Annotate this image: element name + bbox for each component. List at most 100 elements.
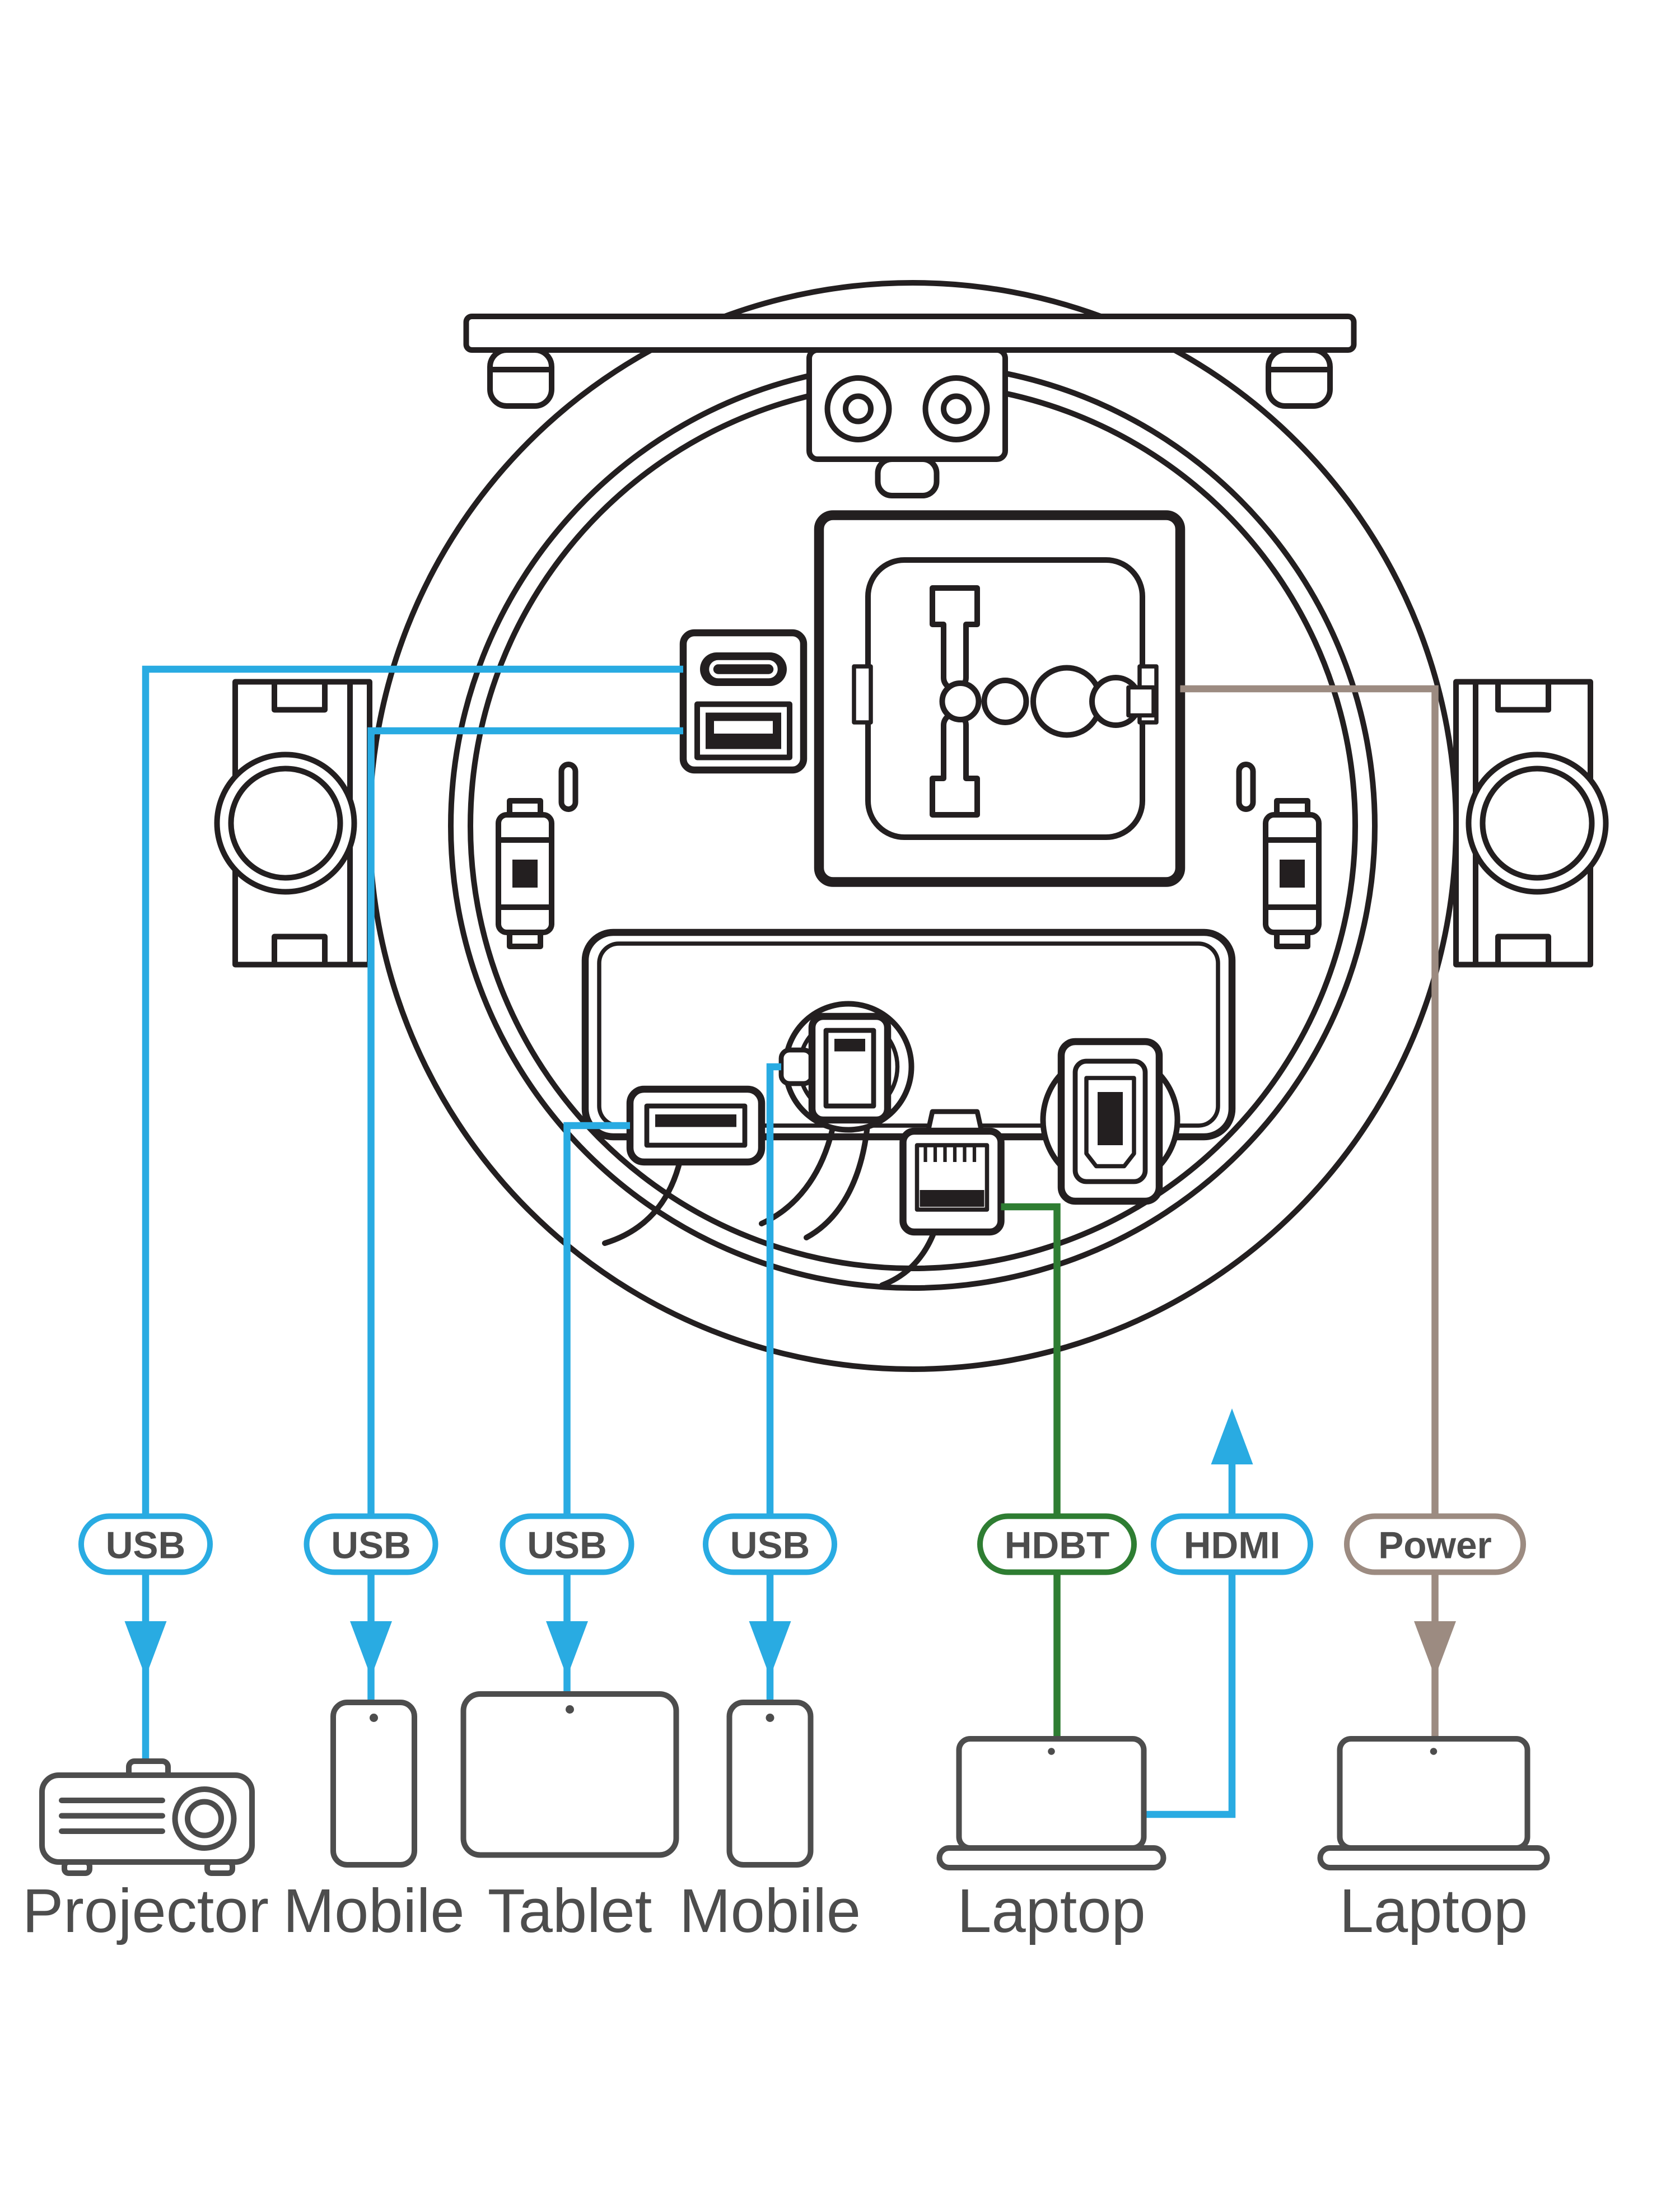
hdbt-port-pins <box>923 1145 977 1162</box>
pill-hdbt-label: HDBT <box>1005 1525 1109 1567</box>
left-bracket-top-tab <box>272 679 328 713</box>
tablet-camera-dot <box>566 1705 574 1714</box>
usb-port-2-contact <box>834 1039 865 1052</box>
power-socket-notch <box>1126 685 1156 718</box>
lid-bar <box>463 314 1357 353</box>
left-latch-center <box>512 860 538 888</box>
cable-bracket-inner <box>597 941 1220 1128</box>
device-projector: Projector <box>22 1758 269 1945</box>
usb-port-1-cable <box>602 1156 683 1246</box>
left-knob-inner <box>228 766 343 881</box>
hinge-roller-right-center <box>941 393 972 424</box>
right-knob-inner <box>1480 766 1595 881</box>
tablet-body <box>460 1691 679 1858</box>
hdmi-cable-port <box>1040 1038 1180 1205</box>
device-mobile-1: Mobile <box>283 1700 465 1945</box>
right-bracket-bottom-tab <box>1495 934 1551 968</box>
hub <box>214 280 1609 1372</box>
wire-usb-mobile-2 <box>766 1063 781 1700</box>
pill-usb-mobile-1-label: USB <box>331 1525 411 1567</box>
left-screw-slot <box>558 762 578 812</box>
mobile-1-body <box>330 1700 417 1868</box>
left-mount-bracket <box>214 679 372 968</box>
lid-left-foot <box>487 347 554 409</box>
laptop-1-camera-dot <box>1048 1748 1055 1755</box>
pill-hdbt: HDBT <box>977 1513 1137 1575</box>
laptop-2-label: Laptop <box>1340 1877 1528 1945</box>
right-latch <box>1263 798 1322 949</box>
right-screw-slot <box>1236 762 1256 812</box>
wire-power-laptop <box>1180 685 1439 1736</box>
pill-hdmi: HDMI <box>1151 1513 1313 1575</box>
projector-foot-left <box>62 1859 92 1876</box>
usb-a-charging-tongue <box>714 721 773 734</box>
power-socket-module <box>814 510 1186 887</box>
wire-hdmi-laptop <box>1144 1459 1236 1818</box>
mobile-1-label: Mobile <box>283 1877 464 1945</box>
lid-assembly <box>463 314 1357 498</box>
pill-usb-mobile-2-shape <box>703 1513 837 1575</box>
power-socket-hole-1 <box>939 680 982 722</box>
laptop-2-screen <box>1337 1736 1530 1851</box>
pill-usb-tablet-label: USB <box>527 1525 607 1567</box>
arrow-down-usb-mobile-1 <box>350 1621 392 1677</box>
hdbt-cable-port <box>879 1109 1005 1288</box>
right-latch-center <box>1280 860 1305 888</box>
pill-power: Power <box>1344 1513 1526 1575</box>
laptop-2-base <box>1317 1845 1550 1870</box>
pill-power-label: Power <box>1378 1525 1492 1567</box>
device-tablet: Tablet <box>460 1691 679 1945</box>
left-latch <box>496 798 554 949</box>
mobile-2-camera-dot <box>766 1714 774 1722</box>
hdbt-port-cable <box>879 1226 938 1288</box>
pill-usb-mobile-2: USB <box>703 1513 837 1575</box>
power-socket-hole-2 <box>981 678 1029 725</box>
laptop-1-screen <box>956 1736 1147 1851</box>
usb-port-2-tab <box>778 1047 815 1086</box>
pill-usb-mobile-2-label: USB <box>730 1525 810 1567</box>
right-mount-bracket <box>1453 679 1609 968</box>
hinge-roller-left-center <box>843 393 874 424</box>
laptop-1-label: Laptop <box>957 1877 1145 1945</box>
arrow-down-power <box>1414 1621 1456 1677</box>
pill-usb-tablet-shape <box>500 1513 634 1575</box>
mobile-1-camera-dot <box>370 1714 378 1722</box>
hinge-latch <box>875 456 940 498</box>
projector-foot-right <box>204 1859 235 1876</box>
usb-port-1-contact <box>655 1114 736 1127</box>
usb-cable-port-2 <box>759 1001 914 1240</box>
pill-usb-projector-shape <box>78 1513 213 1575</box>
pill-usb-projector: USB <box>78 1513 213 1575</box>
pill-hdmi-label: HDMI <box>1184 1525 1280 1567</box>
laptop-2-camera-dot <box>1430 1748 1438 1755</box>
lid-right-foot <box>1266 347 1333 409</box>
pill-usb-tablet: USB <box>500 1513 634 1575</box>
laptop-1-base <box>936 1845 1166 1870</box>
signal-pills: USB USB USB USB HDBT HDMI Power <box>78 1513 1526 1575</box>
projector-lens-inner <box>185 1799 224 1838</box>
power-socket-left-tab <box>852 664 873 725</box>
pill-usb-mobile-1: USB <box>304 1513 438 1575</box>
right-bracket-top-tab <box>1495 679 1551 713</box>
wire-usb-mobile-1 <box>367 727 683 1700</box>
pill-usb-mobile-1-shape <box>304 1513 438 1575</box>
arrow-up-hdmi <box>1211 1408 1253 1464</box>
usb-charger-module <box>679 629 808 774</box>
arrow-down-usb-mobile-2 <box>749 1621 791 1677</box>
device-laptop-2: Laptop <box>1317 1736 1550 1945</box>
wire-usb-tablet <box>563 1122 630 1691</box>
usb-c-slot <box>709 660 778 679</box>
arrowheads <box>124 1408 1456 1677</box>
hdbt-port-contact <box>920 1190 984 1207</box>
mobile-2-label: Mobile <box>679 1877 861 1945</box>
pill-hdbt-shape <box>977 1513 1137 1575</box>
left-bracket-bottom-tab <box>272 934 328 968</box>
arrow-down-usb-projector <box>124 1621 167 1677</box>
arrow-down-usb-tablet <box>546 1621 588 1677</box>
wire-usb-projector <box>142 665 683 1772</box>
device-mobile-2: Mobile <box>679 1700 861 1945</box>
usb-port-2-cable-b <box>804 1117 871 1240</box>
hdmi-port-contact <box>1098 1092 1123 1145</box>
pill-usb-projector-label: USB <box>106 1525 186 1567</box>
